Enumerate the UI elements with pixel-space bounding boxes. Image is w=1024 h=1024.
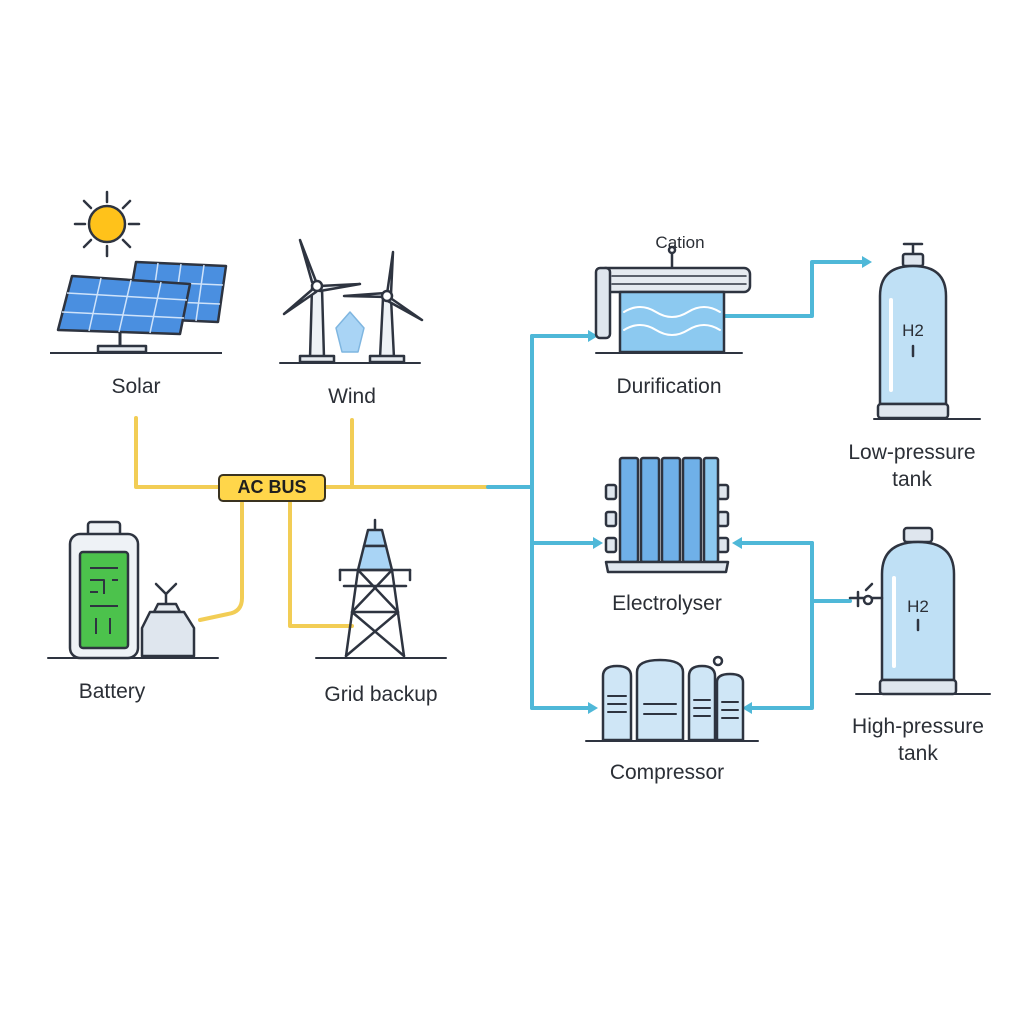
low-pressure-tank-label-line1: Low-pressure	[848, 441, 976, 464]
power-lines	[134, 416, 490, 628]
wind-label: Wind	[328, 385, 376, 408]
purification-label: Durification	[616, 375, 722, 398]
battery-station-icon	[47, 582, 219, 659]
battery-label: Battery	[78, 680, 146, 703]
grid-backup-label: Grid backup	[324, 683, 438, 706]
bus-to-battery-line	[198, 501, 244, 622]
bus-to-grid-line	[288, 501, 354, 628]
wind-turbine-icon	[279, 238, 424, 364]
process-arrows	[588, 256, 872, 714]
arrow-to-lp-tank	[862, 256, 872, 268]
high-pressure-tank-label-line1: High-pressure	[852, 715, 984, 738]
arrow-to-purification	[588, 330, 598, 342]
solar-panel-icon	[50, 260, 228, 354]
grid-tower-icon	[315, 518, 447, 659]
arrow-to-electrolyser	[593, 537, 603, 549]
compressor-icon	[585, 655, 759, 742]
process-lines	[486, 260, 868, 710]
compressor-label: Compressor	[609, 761, 725, 784]
electrolyser-label: Electrolyser	[612, 592, 722, 615]
electrolyser-icon	[604, 456, 730, 574]
wind-to-bus-line	[324, 418, 354, 489]
h2-high-pressure-label: H2	[907, 597, 929, 616]
battery-icon	[68, 520, 140, 660]
high-pressure-tank-icon	[848, 526, 991, 696]
solar-label: Solar	[111, 375, 161, 398]
high-pressure-tank-label-line2: tank	[898, 742, 938, 765]
arrow-to-compressor-right	[742, 702, 752, 714]
purification-unit-icon	[594, 245, 752, 354]
arrow-to-compressor	[588, 702, 598, 714]
compressor-return-line	[746, 541, 814, 710]
sun-icon	[73, 190, 141, 258]
solar-to-bus-line	[134, 416, 222, 489]
arrow-to-electrolyser-right	[732, 537, 742, 549]
low-pressure-tank-icon	[873, 242, 981, 420]
h2-low-pressure-label: H2	[902, 321, 924, 340]
purification-to-lp-tank-line	[720, 260, 868, 318]
cation-label: Cation	[655, 233, 705, 252]
low-pressure-tank-label-line2: tank	[892, 468, 932, 491]
ac-bus-label: AC BUS	[218, 474, 326, 502]
